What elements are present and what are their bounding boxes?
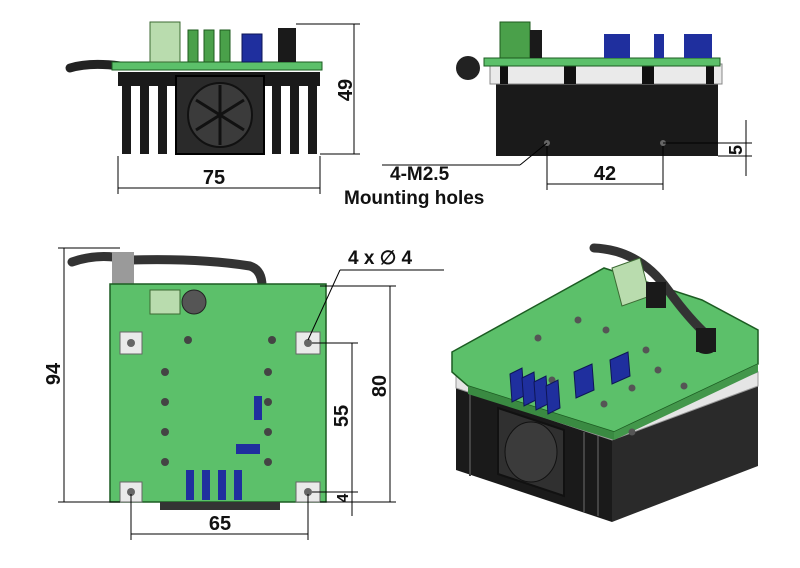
side-view: 42 5 xyxy=(456,21,752,190)
dim-80-label: 80 xyxy=(369,375,391,397)
dim-94-label: 94 xyxy=(43,362,65,385)
dim-spacing-42 xyxy=(546,146,664,190)
iso-screws xyxy=(534,316,688,436)
dim-65 xyxy=(130,494,309,540)
dim-49-label: 49 xyxy=(335,79,357,101)
iso-heatsink-side xyxy=(612,386,758,522)
iso-cap-1 xyxy=(646,282,666,308)
dim-height-94 xyxy=(58,247,120,503)
pcb-top xyxy=(109,283,327,503)
side-blue-3 xyxy=(684,34,712,58)
cable-top xyxy=(67,252,267,291)
dim-65-label: 65 xyxy=(209,513,231,535)
blue-component xyxy=(241,33,263,63)
hole-spec-label: 4 x ∅ 4 xyxy=(348,248,413,269)
dim-42-label: 42 xyxy=(594,163,616,185)
iso-cap-2 xyxy=(696,328,716,352)
connector xyxy=(149,21,181,63)
heatsink-fins xyxy=(122,86,317,154)
top-connector xyxy=(149,289,181,315)
mounting-holes-label: Mounting holes xyxy=(344,188,484,209)
iso-blue-terminals xyxy=(509,351,631,415)
side-blue-1 xyxy=(604,34,630,58)
mounting-thread-label: 4-M2.5 xyxy=(390,164,450,185)
electrolytic-cap xyxy=(278,28,296,62)
top-cap xyxy=(181,289,207,315)
screws xyxy=(161,336,276,466)
capacitors xyxy=(187,29,231,63)
top-blue-terminals xyxy=(186,470,242,500)
dim-55-label: 55 xyxy=(331,405,353,427)
dim-height-49 xyxy=(296,23,360,155)
heatsink-body xyxy=(496,84,718,156)
cable-end xyxy=(456,56,480,80)
side-connector xyxy=(499,21,531,59)
dim-55 xyxy=(312,342,358,493)
dim-75-label: 75 xyxy=(203,167,225,189)
isometric-view xyxy=(451,243,759,522)
dim-width-75 xyxy=(117,156,321,194)
dim-4-label: 4 xyxy=(335,493,352,502)
pcb-side xyxy=(483,57,721,67)
dim-offset-5 xyxy=(663,120,752,176)
pcb-edge xyxy=(111,61,323,71)
end-view: 49 75 xyxy=(65,21,360,194)
standoffs xyxy=(489,63,723,85)
dim-5-label: 5 xyxy=(726,145,746,155)
top-view: 94 80 55 4 65 xyxy=(43,247,444,540)
iso-cable xyxy=(589,243,713,341)
mounting-holes xyxy=(127,339,312,496)
side-blue-2 xyxy=(654,34,664,58)
cable-clamp xyxy=(112,252,134,284)
